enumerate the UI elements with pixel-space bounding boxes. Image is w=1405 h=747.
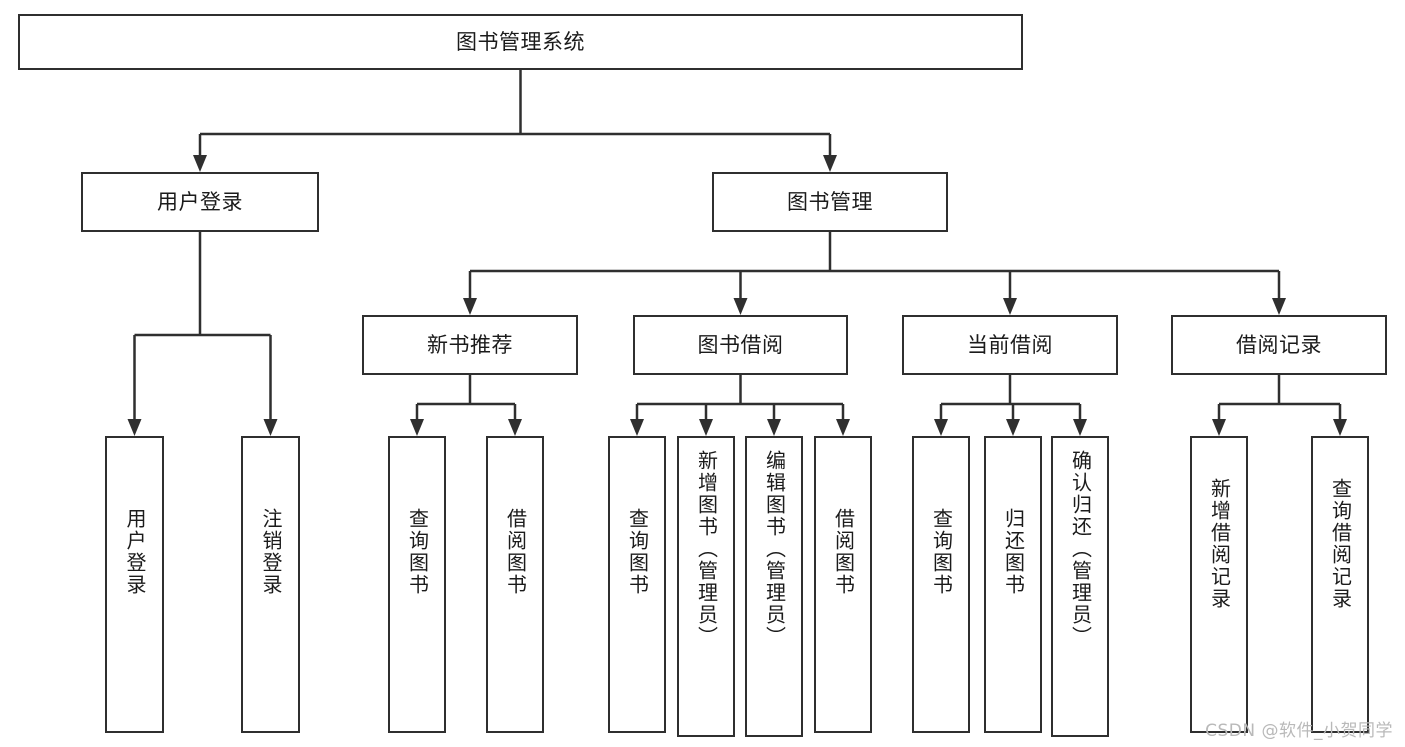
watermark-text: CSDN @软件_小贺同学 <box>1205 721 1393 741</box>
arrowhead-icon-leaf-search-book-2 <box>630 419 644 436</box>
arrowhead-icon-leaf-borrow-book-1 <box>508 419 522 436</box>
node-leaf-return-book[interactable]: 归还图书 <box>984 436 1042 733</box>
node-root[interactable]: 图书管理系统 <box>18 14 1023 70</box>
node-label-leaf-search-book-3: 查询图书 <box>929 508 954 596</box>
node-leaf-add-record[interactable]: 新增借阅记录 <box>1190 436 1248 733</box>
node-label-newbook: 新书推荐 <box>427 332 513 357</box>
node-leaf-add-book[interactable]: 新增图书（管理员） <box>677 436 735 737</box>
node-borrow[interactable]: 图书借阅 <box>633 315 848 375</box>
node-newbook[interactable]: 新书推荐 <box>362 315 578 375</box>
node-label-borrow: 图书借阅 <box>697 332 784 357</box>
node-records[interactable]: 借阅记录 <box>1171 315 1387 375</box>
node-label-leaf-search-record: 查询借阅记录 <box>1328 478 1353 610</box>
arrowhead-icon-leaf-search-book-1 <box>410 419 424 436</box>
node-login[interactable]: 用户登录 <box>81 172 319 232</box>
node-label-leaf-edit-book: 编辑图书（管理员） <box>762 450 787 648</box>
arrowhead-icon-leaf-edit-book <box>767 419 781 436</box>
arrowhead-icon-leaf-borrow-book-2 <box>836 419 850 436</box>
node-leaf-borrow-book-1[interactable]: 借阅图书 <box>486 436 544 733</box>
node-label-leaf-borrow-book-2: 借阅图书 <box>831 508 856 596</box>
node-leaf-edit-book[interactable]: 编辑图书（管理员） <box>745 436 803 737</box>
node-leaf-confirm-return[interactable]: 确认归还（管理员） <box>1051 436 1109 737</box>
arrowhead-icon-leaf-add-book <box>699 419 713 436</box>
node-label-records: 借阅记录 <box>1236 332 1322 357</box>
node-label-leaf-add-record: 新增借阅记录 <box>1207 478 1232 610</box>
arrowhead-icon-borrow <box>733 298 748 315</box>
arrowhead-icon-current <box>1003 298 1017 315</box>
arrowhead-icon-bookmgmt <box>823 155 837 172</box>
node-label-leaf-return-book: 归还图书 <box>1001 508 1026 596</box>
node-leaf-search-book-2[interactable]: 查询图书 <box>608 436 666 733</box>
node-label-leaf-search-book-2: 查询图书 <box>625 508 650 596</box>
arrowhead-icon-leaf-user-login <box>127 419 142 436</box>
arrowhead-icon-records <box>1272 298 1286 315</box>
node-label-leaf-user-login: 用户登录 <box>123 508 147 596</box>
node-leaf-search-book-3[interactable]: 查询图书 <box>912 436 970 733</box>
node-leaf-user-logout[interactable]: 注销登录 <box>241 436 300 733</box>
arrowhead-icon-leaf-search-record <box>1333 419 1347 436</box>
arrowhead-icon-login <box>193 155 207 172</box>
node-current[interactable]: 当前借阅 <box>902 315 1118 375</box>
node-leaf-borrow-book-2[interactable]: 借阅图书 <box>814 436 872 733</box>
node-label-current: 当前借阅 <box>967 332 1053 357</box>
node-label-login: 用户登录 <box>157 189 243 214</box>
node-leaf-user-login[interactable]: 用户登录 <box>105 436 164 733</box>
arrowhead-icon-newbook <box>463 298 477 315</box>
arrowhead-icon-leaf-return-book <box>1006 419 1020 436</box>
node-bookmgmt[interactable]: 图书管理 <box>712 172 948 232</box>
node-leaf-search-record[interactable]: 查询借阅记录 <box>1311 436 1369 733</box>
node-label-root: 图书管理系统 <box>456 29 585 54</box>
node-label-bookmgmt: 图书管理 <box>787 189 873 214</box>
arrowhead-icon-leaf-user-logout <box>263 419 278 436</box>
node-leaf-search-book-1[interactable]: 查询图书 <box>388 436 446 733</box>
node-label-leaf-user-logout: 注销登录 <box>259 508 283 596</box>
arrowhead-icon-leaf-search-book-3 <box>934 419 948 436</box>
arrowhead-icon-leaf-confirm-return <box>1073 419 1087 436</box>
arrowhead-icon-leaf-add-record <box>1212 419 1226 436</box>
node-label-leaf-search-book-1: 查询图书 <box>405 508 430 596</box>
node-label-leaf-confirm-return: 确认归还（管理员） <box>1068 450 1093 648</box>
node-label-leaf-borrow-book-1: 借阅图书 <box>503 508 528 596</box>
node-label-leaf-add-book: 新增图书（管理员） <box>694 450 719 648</box>
